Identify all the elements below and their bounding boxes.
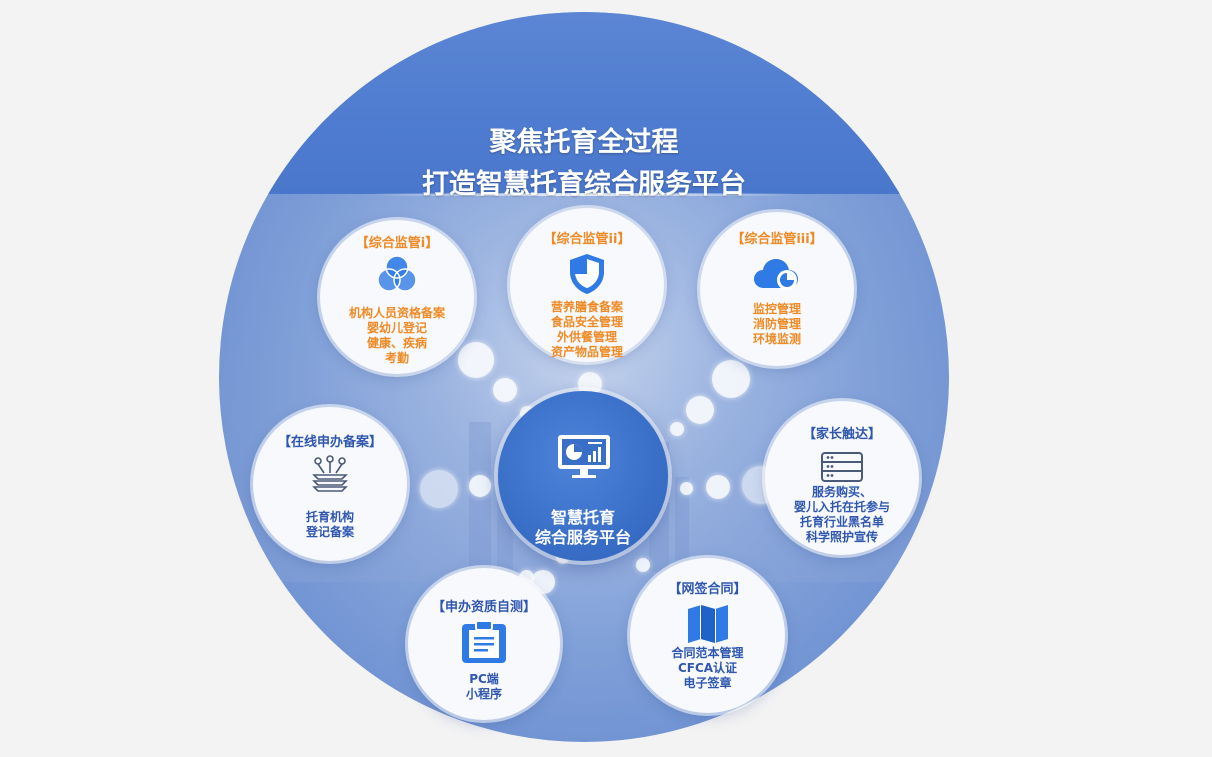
decor-dot <box>636 558 650 572</box>
node-lines: 机构人员资格备案 婴幼儿登记 健康、疾病 考勤 <box>320 306 474 366</box>
clipboard-icon <box>462 620 506 663</box>
node-line: 小程序 <box>465 687 502 701</box>
node-lines: 合同范本管理 CFCA认证 电子签章 <box>630 646 785 691</box>
decor-dot <box>670 422 684 436</box>
node-title: 【综合监管i】 <box>355 236 439 251</box>
server-icon <box>821 452 863 482</box>
node-line: PC端 <box>469 672 499 686</box>
venn-circles-icon <box>377 255 417 292</box>
center-title-line-1: 智慧托育 <box>550 508 615 527</box>
decor-dot <box>469 475 491 497</box>
node-supervision-1: 【综合监管i】 机构人员资格备案 婴幼儿登记 健康、疾病 考勤 <box>320 220 474 374</box>
node-title: 【申办资质自测】 <box>431 600 536 615</box>
node-title: 【网签合同】 <box>668 582 747 597</box>
node-line: 婴幼儿登记 <box>366 321 427 335</box>
node-line: 科学照护宣传 <box>805 530 878 544</box>
node-line: 机构人员资格备案 <box>348 306 445 320</box>
cloud-chart-icon <box>754 259 798 290</box>
node-line: 电子签章 <box>683 676 732 690</box>
node-title: 【综合监管iii】 <box>731 232 823 247</box>
node-lines: 托育机构 登记备案 <box>253 510 407 540</box>
node-line: 食品安全管理 <box>550 315 623 329</box>
decor-dot <box>680 482 693 495</box>
shield-icon <box>570 254 604 294</box>
node-lines: 服务购买、 婴儿入托在托参与 托育行业黑名单 科学照护宣传 <box>765 485 919 545</box>
node-line: 合同范本管理 <box>671 646 744 660</box>
node-line: 外供餐管理 <box>556 330 617 344</box>
stack-network-icon <box>312 455 348 492</box>
center-title-line-2: 综合服务平台 <box>534 528 631 547</box>
monitor-chart-icon <box>558 435 610 478</box>
center-hub: 智慧托育 综合服务平台 <box>498 391 668 561</box>
node-title: 【在线申办备案】 <box>277 435 382 450</box>
decor-dot <box>706 475 730 499</box>
decor-dot <box>712 360 750 398</box>
decor-dot <box>420 470 458 508</box>
node-e-contract: 【网签合同】 合同范本管理 CFCA认证 电子签章 <box>630 558 785 713</box>
title-line-1: 聚焦托育全过程 <box>489 127 679 158</box>
node-lines: 营养膳食备案 食品安全管理 外供餐管理 资产物品管理 <box>510 300 664 360</box>
node-title: 【家长触达】 <box>802 427 881 442</box>
building-shape <box>675 477 689 572</box>
node-lines: 监控管理 消防管理 环境监测 <box>700 302 854 347</box>
node-supervision-3: 【综合监管iii】 监控管理 消防管理 环境监测 <box>700 212 854 366</box>
decor-dot <box>686 396 714 424</box>
decor-dot <box>493 378 517 402</box>
node-line: 营养膳食备案 <box>550 300 623 314</box>
node-line: 登记备案 <box>305 525 354 539</box>
node-line: 消防管理 <box>752 317 801 331</box>
node-parent-reach: 【家长触达】 服务购买、 婴儿入托在托参与 托育行业黑名单 科学照护宣传 <box>765 401 919 555</box>
map-fold-icon <box>687 605 728 643</box>
node-lines: PC端 小程序 <box>408 672 560 702</box>
node-line: 资产物品管理 <box>550 345 623 359</box>
node-line: 服务购买、 <box>811 485 872 499</box>
node-line: 健康、疾病 <box>366 336 427 350</box>
node-line: 托育机构 <box>305 510 354 524</box>
node-line: CFCA认证 <box>677 661 738 675</box>
node-line: 监控管理 <box>752 302 801 316</box>
node-line: 托育行业黑名单 <box>799 515 884 529</box>
node-line: 婴儿入托在托参与 <box>793 500 890 514</box>
title-band <box>219 12 949 196</box>
node-line: 环境监测 <box>752 332 801 346</box>
node-supervision-2: 【综合监管ii】 营养膳食备案 食品安全管理 外供餐管理 资产物品管理 <box>510 208 664 362</box>
title-line-2: 打造智慧托育综合服务平台 <box>422 169 746 200</box>
node-line: 考勤 <box>384 351 409 365</box>
building-shape <box>469 422 491 572</box>
node-online-filing: 【在线申办备案】 托育机构 登记备案 <box>253 407 407 561</box>
node-title: 【综合监管ii】 <box>543 232 631 247</box>
node-self-test: 【申办资质自测】 PC端 小程序 <box>408 568 560 720</box>
decor-dot <box>458 342 494 378</box>
